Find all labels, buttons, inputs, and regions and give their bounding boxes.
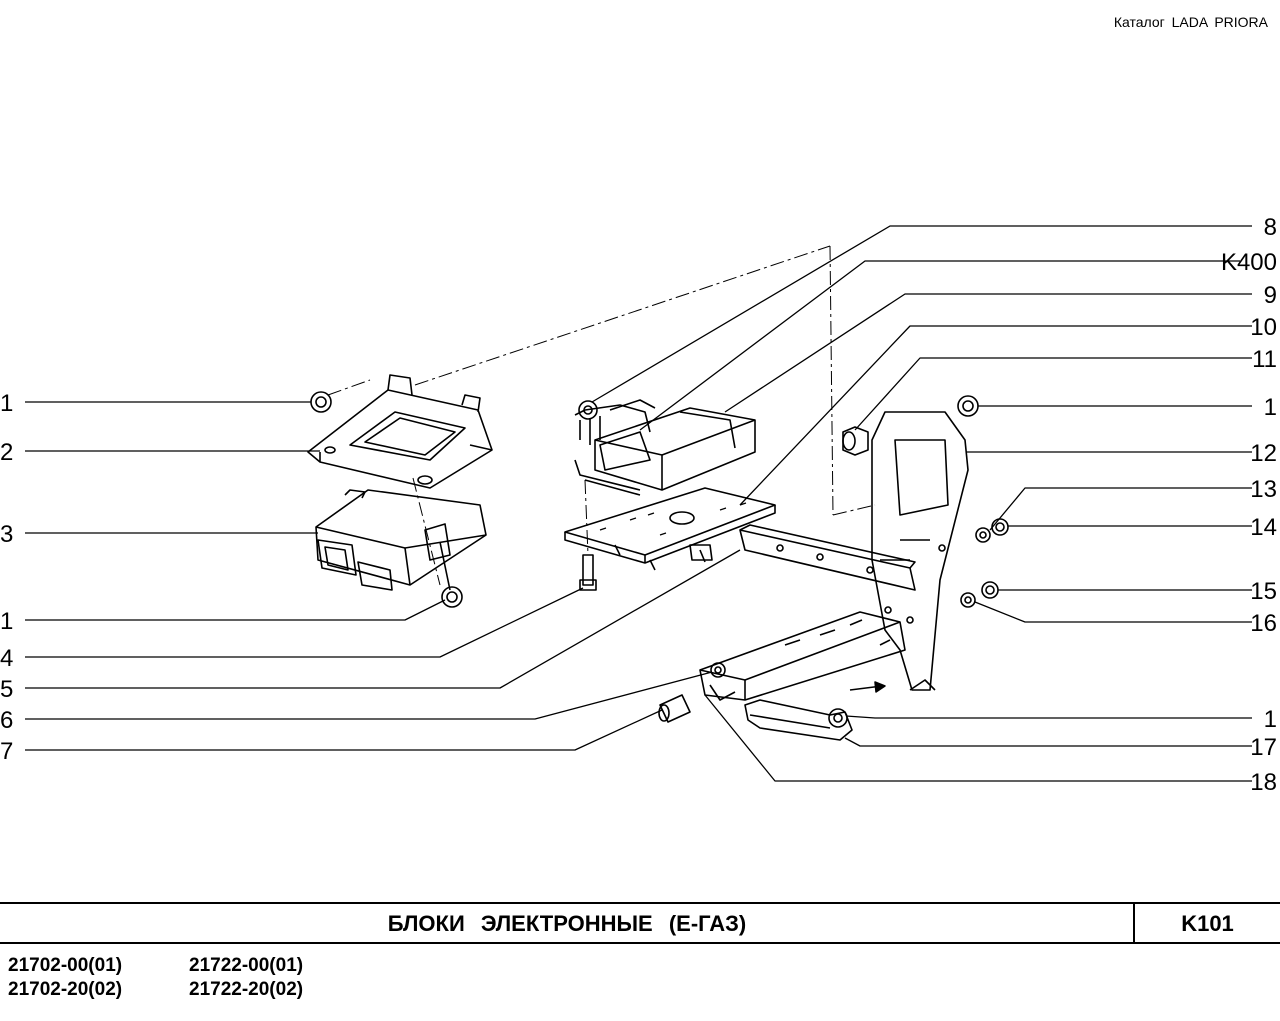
part-electronic-module <box>574 399 756 496</box>
callout-right-2: K400 <box>1221 249 1277 276</box>
exploded-parts-diagram: 1 2 3 1 4 5 6 7 8 K400 9 10 11 1 12 13 1… <box>0 214 1277 796</box>
models-column-2: 21722-00(01) 21722-20(02) <box>189 954 303 1002</box>
model-code: 21722-00(01) <box>189 955 304 976</box>
part-vertical-bracket <box>871 411 969 691</box>
part-control-unit <box>315 489 487 591</box>
section-code: K101 <box>1181 911 1234 936</box>
part-clamp <box>744 699 853 741</box>
catalog-header: Каталог LADA PRIORA <box>1113 14 1268 30</box>
callouts-right: 8 K400 9 10 11 1 12 13 14 15 16 1 17 18 <box>1221 214 1277 796</box>
models-column-1: 21702-00(01) 21702-20(02) <box>8 954 122 1002</box>
part-bracket-left <box>307 374 493 489</box>
callout-right-8: 13 <box>1250 476 1277 503</box>
callout-right-1: 8 <box>1264 214 1277 241</box>
callout-left-1: 1 <box>0 390 13 417</box>
callout-right-14: 18 <box>1250 769 1277 796</box>
callout-right-4: 10 <box>1250 314 1277 341</box>
callout-left-6: 5 <box>0 676 13 703</box>
callout-right-11: 16 <box>1250 610 1277 637</box>
callout-right-3: 9 <box>1264 282 1277 309</box>
direction-arrow <box>849 681 886 693</box>
callout-right-7: 12 <box>1250 440 1277 467</box>
title-box: БЛОКИ ЭЛЕКТРОННЫЕ (Е-ГАЗ) K101 <box>0 902 1280 944</box>
callout-right-13: 17 <box>1250 734 1277 761</box>
footer: БЛОКИ ЭЛЕКТРОННЫЕ (Е-ГАЗ) K101 21702-00(… <box>0 902 1280 1021</box>
callout-right-5: 11 <box>1252 346 1277 373</box>
leader-lines-right <box>591 225 1252 782</box>
model-code: 21722-20(02) <box>189 979 304 1000</box>
callout-left-3: 3 <box>0 521 13 548</box>
callout-right-10: 15 <box>1250 578 1277 605</box>
model-code: 21702-00(01) <box>8 955 123 976</box>
callouts-left: 1 2 3 1 4 5 6 7 <box>0 390 13 765</box>
section-title: БЛОКИ ЭЛЕКТРОННЫЕ (Е-ГАЗ) <box>387 911 747 936</box>
callout-left-7: 6 <box>0 707 13 734</box>
callout-right-12: 1 <box>1264 706 1277 733</box>
title-divider <box>1133 904 1135 944</box>
part-rail <box>739 524 916 591</box>
callout-right-9: 14 <box>1250 514 1277 541</box>
callout-left-8: 7 <box>0 738 13 765</box>
model-code: 21702-20(02) <box>8 979 123 1000</box>
callout-left-4: 1 <box>0 608 13 635</box>
leader-lines-left <box>25 401 741 751</box>
callout-left-5: 4 <box>0 645 13 672</box>
callout-right-6: 1 <box>1264 394 1277 421</box>
part-mounting-plate <box>564 487 776 571</box>
callout-left-2: 2 <box>0 439 13 466</box>
